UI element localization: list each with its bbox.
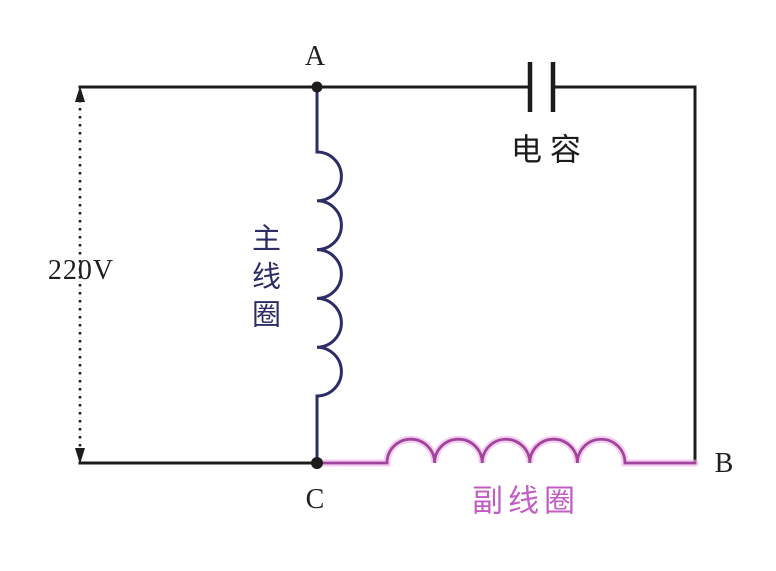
wire-path [78,85,697,465]
node-label-c: C [305,484,325,515]
main-coil-symbol [315,85,343,465]
capacitor-label: 电容 [511,132,589,168]
junction-dot-a [311,81,323,93]
secondary-coil-symbol [315,437,697,465]
node-label-b: B [714,448,734,479]
main-coil-label: 主线圈 [247,223,280,337]
junction-dot-c [311,457,323,469]
secondary-coil-label: 副线圈 [472,483,580,519]
capacitor-symbol [527,62,556,112]
voltage-label: 220V [47,255,115,286]
voltage-arrow-down-icon [75,448,85,464]
node-label-a: A [304,41,326,72]
secondary-coil-glow [313,435,699,467]
voltage-arrow-up-icon [75,86,85,102]
